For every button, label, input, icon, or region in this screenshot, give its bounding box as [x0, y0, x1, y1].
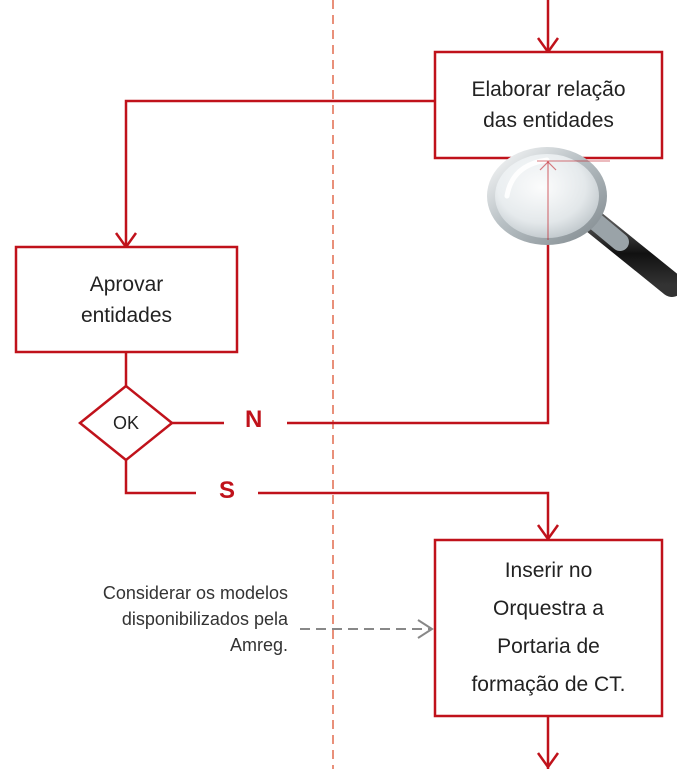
- connector-decision-s-left: [124, 460, 196, 495]
- flow-connectors: [78, 0, 560, 770]
- step-elaborar-label: Elaborar relação das entidades: [471, 78, 626, 132]
- decision-label: OK: [112, 412, 139, 433]
- magnifying-glass-icon: [487, 147, 677, 297]
- branch-no-label: N: [245, 406, 263, 433]
- step-inserir-label: Inserir no Orquestra a Portaria de forma…: [471, 559, 626, 696]
- note-arrow: [300, 619, 434, 639]
- connector-decision-s-right: [258, 491, 550, 538]
- connector-elaborar-to-aprovar: [124, 99, 435, 245]
- connector-decision-n-right: [287, 161, 550, 425]
- outgoing-arrowhead: [536, 752, 560, 770]
- branch-yes-label: S: [219, 477, 236, 504]
- step-aprovar-label: Aprovar entidades: [80, 272, 173, 327]
- step-aprovar-box: [14, 245, 239, 354]
- side-note: Considerar os modelos disponibilizados p…: [102, 583, 288, 655]
- decision-diamond: [78, 384, 174, 462]
- step-inserir-box: [433, 538, 664, 718]
